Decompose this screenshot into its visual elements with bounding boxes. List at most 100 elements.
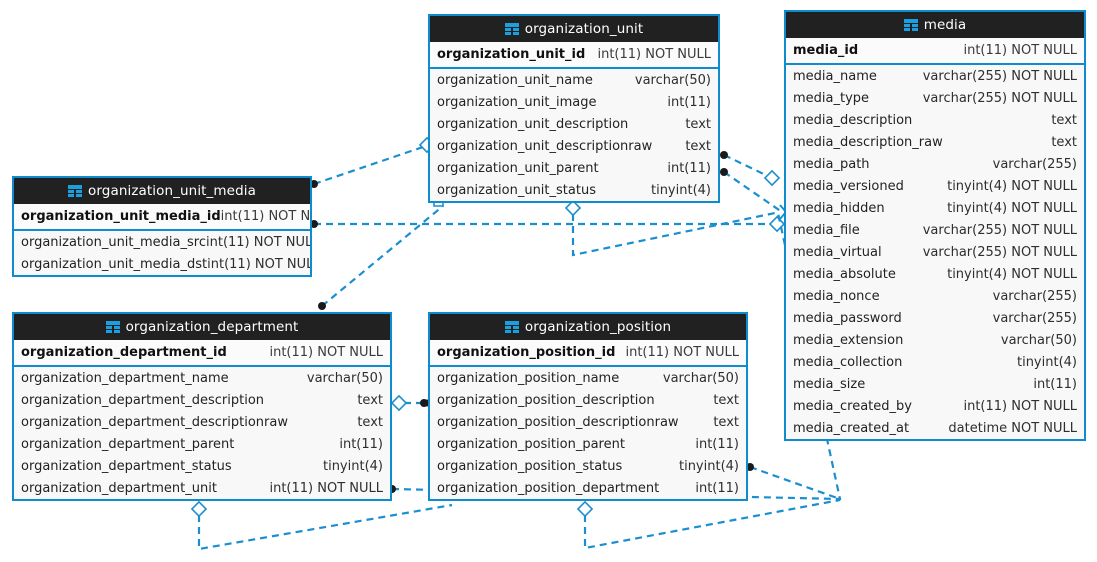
column-name: media_type	[793, 90, 870, 106]
column-type: text	[685, 116, 711, 132]
column-type: tinyint(4)	[1016, 354, 1077, 370]
column-name: organization_position_parent	[437, 436, 625, 452]
relationship-oum-dst-media	[310, 215, 786, 233]
column-type: varchar(255) NOT NULL	[922, 244, 1077, 260]
column-name: organization_unit_media_id	[21, 209, 221, 224]
column-name: media_description	[793, 112, 913, 128]
table-header-organization_position[interactable]: organization_position	[430, 314, 746, 340]
field-row[interactable]: organization_position_parent int(11)	[430, 433, 746, 455]
column-name: media_absolute	[793, 266, 896, 282]
column-name: media_file	[793, 222, 860, 238]
column-name: organization_department_descriptionraw	[21, 414, 288, 430]
column-name: organization_unit_name	[437, 72, 593, 88]
relationship-unit-status-media	[564, 199, 776, 257]
column-type: varchar(255)	[992, 156, 1077, 172]
table-icon	[504, 23, 519, 35]
column-type: int(11) NOT NULL	[207, 256, 312, 272]
column-type: varchar(50)	[306, 370, 383, 386]
column-name: media_nonce	[793, 288, 880, 304]
field-row[interactable]: media_absolute tinyint(4) NOT NULL	[786, 263, 1084, 285]
field-row[interactable]: organization_department_description text	[14, 389, 390, 411]
column-type: varchar(50)	[1000, 332, 1077, 348]
column-type: text	[1051, 112, 1077, 128]
table-icon	[903, 19, 918, 31]
column-type: varchar(255)	[992, 310, 1077, 326]
column-type: text	[357, 392, 383, 408]
field-row[interactable]: media_file varchar(255) NOT NULL	[786, 219, 1084, 241]
column-type: int(11) NOT NULL	[269, 345, 383, 360]
table-header-organization_department[interactable]: organization_department	[14, 314, 390, 340]
column-name: organization_department_unit	[21, 480, 217, 496]
column-type: int(11)	[1033, 376, 1077, 392]
column-type: int(11)	[695, 436, 739, 452]
table-header-media[interactable]: media	[786, 12, 1084, 38]
column-type: int(11) NOT NULL	[963, 398, 1077, 414]
table-header-organization_unit_media[interactable]: organization_unit_media	[14, 178, 310, 204]
column-name: organization_position_description	[437, 392, 655, 408]
column-name: organization_department_description	[21, 392, 265, 408]
field-row[interactable]: media_collection tinyint(4)	[786, 351, 1084, 373]
column-type: varchar(255) NOT NULL	[922, 222, 1077, 238]
column-type: int(11) NOT NULL	[597, 47, 711, 62]
column-type: int(11) NOT NULL	[206, 234, 312, 250]
table-header-organization_unit[interactable]: organization_unit	[430, 16, 718, 42]
field-row[interactable]: media_description text	[786, 109, 1084, 131]
column-type: tinyint(4) NOT NULL	[947, 200, 1077, 216]
column-name: organization_department_parent	[21, 436, 235, 452]
table-title: media	[923, 17, 967, 33]
column-name: media_collection	[793, 354, 903, 370]
field-row[interactable]: organization_department_parent int(11)	[14, 433, 390, 455]
column-type: tinyint(4)	[650, 182, 711, 198]
relationship-oum-src-unit	[310, 136, 436, 188]
column-type: tinyint(4) NOT NULL	[947, 178, 1077, 194]
column-name: organization_position_name	[437, 370, 620, 386]
column-type: int(11)	[667, 160, 711, 176]
column-type: int(11)	[339, 436, 383, 452]
column-type: tinyint(4) NOT NULL	[947, 266, 1077, 282]
column-name: organization_position_descriptionraw	[437, 414, 679, 430]
table-icon	[504, 321, 519, 333]
relationship-position-bottom-loop	[576, 498, 841, 550]
